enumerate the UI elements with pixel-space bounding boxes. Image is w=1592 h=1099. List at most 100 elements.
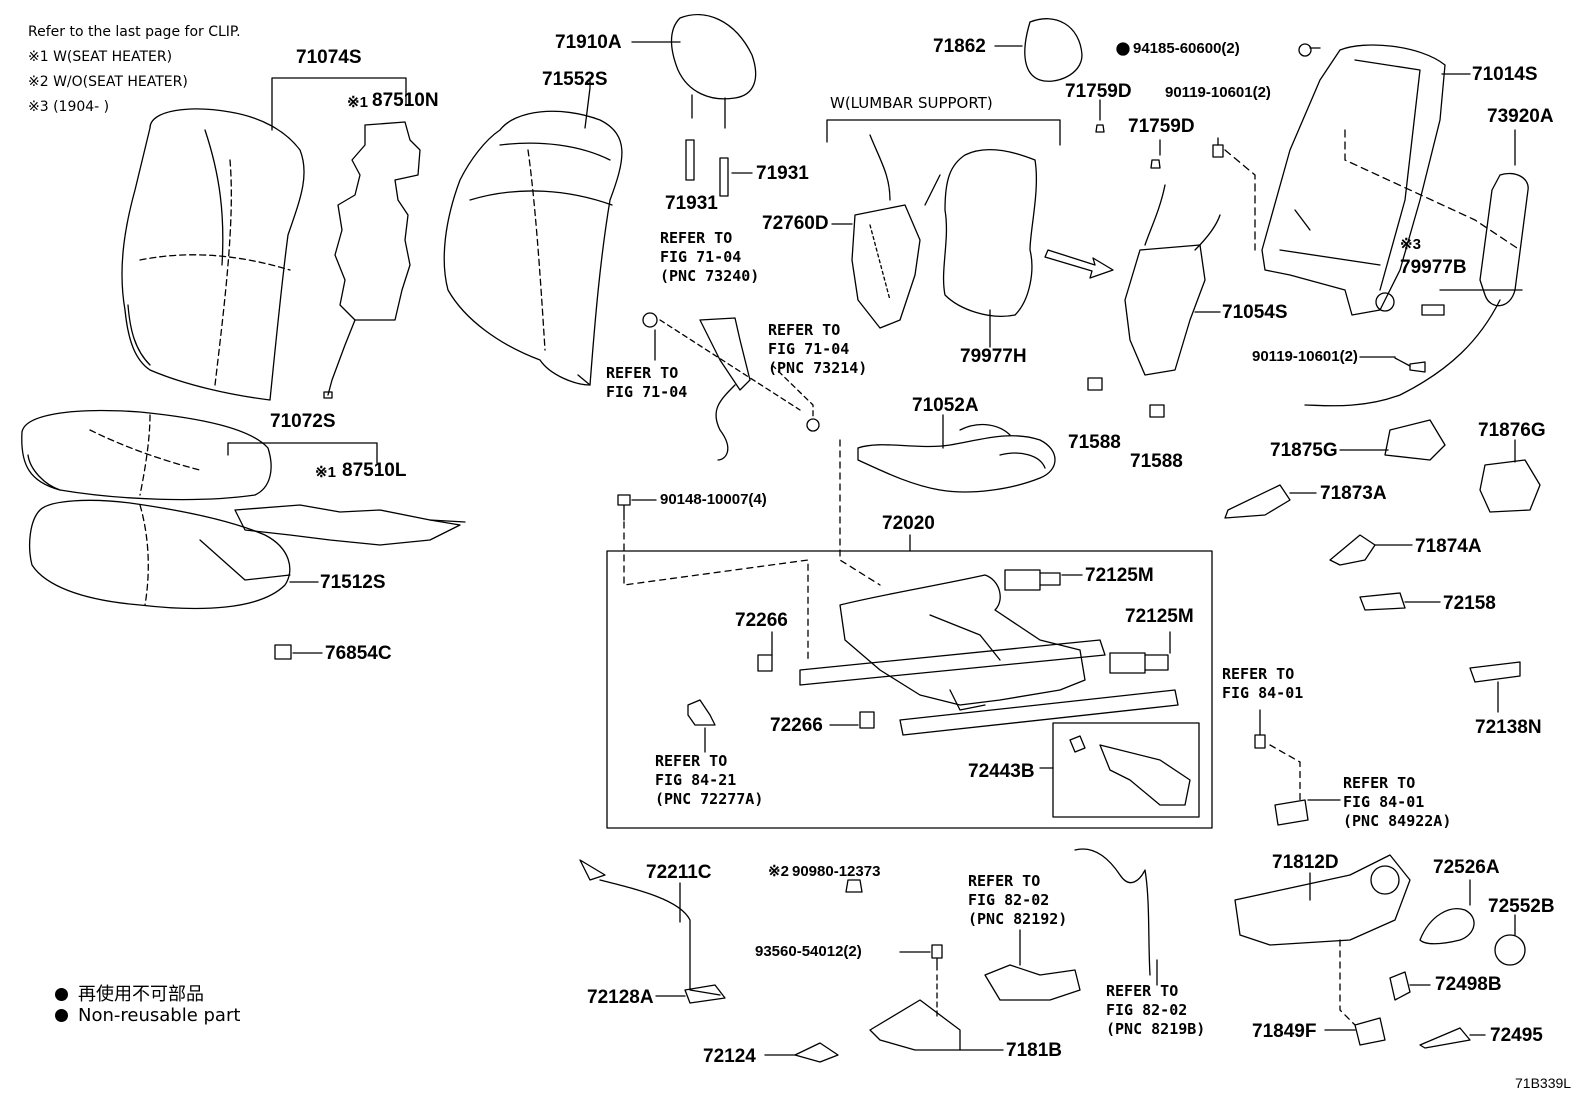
note-no-seat-heater: ※2 W/O(SEAT HEATER) bbox=[28, 74, 188, 90]
label-72124: 72124 bbox=[703, 1046, 756, 1067]
bullet-icon bbox=[55, 988, 68, 1001]
label-71849F: 71849F bbox=[1252, 1021, 1317, 1042]
wire-harness-71052A bbox=[857, 423, 1056, 493]
nut-94185 bbox=[1298, 43, 1312, 57]
note-seat-heater: ※1 W(SEAT HEATER) bbox=[28, 49, 173, 65]
switch-84922A bbox=[1274, 799, 1309, 826]
knob-72552B bbox=[1494, 934, 1526, 966]
label-72495: 72495 bbox=[1490, 1025, 1543, 1046]
label-79977B: 79977B bbox=[1400, 257, 1467, 278]
label-71931-right: 71931 bbox=[756, 163, 809, 184]
label-90119-bottom: 90119-10601(2) bbox=[1252, 348, 1358, 365]
bracket-7181B bbox=[869, 999, 961, 1051]
cushion-cover-71072S bbox=[21, 409, 272, 501]
cover-72128A bbox=[684, 984, 726, 1004]
mark-90980: ※2 bbox=[768, 863, 789, 880]
cover-71873A bbox=[1224, 484, 1291, 519]
label-71873A: 71873A bbox=[1320, 483, 1387, 504]
lumbar-plate-71054S bbox=[1124, 184, 1221, 376]
cover-72138N bbox=[1469, 661, 1521, 683]
cover-72124 bbox=[794, 1042, 839, 1063]
shield-71812D bbox=[1234, 854, 1411, 946]
label-71072S: 71072S bbox=[270, 411, 336, 432]
seatback-frame-71014S bbox=[1261, 44, 1446, 316]
cushion-heater-87510L bbox=[234, 504, 466, 546]
cover-72158 bbox=[1359, 592, 1406, 611]
label-71588-a: 71588 bbox=[1068, 432, 1121, 453]
sub-box-72443B bbox=[1052, 722, 1200, 818]
label-87510N: 87510N bbox=[372, 90, 439, 111]
pad-79977B bbox=[1421, 304, 1445, 316]
knob-72526A bbox=[1419, 908, 1475, 945]
bullet-icon bbox=[55, 1009, 68, 1022]
mark-87510L: ※1 bbox=[315, 464, 336, 481]
bracket-72277A bbox=[687, 699, 716, 726]
leader-71074S bbox=[271, 77, 407, 131]
mark-79977B: ※3 bbox=[1400, 236, 1421, 253]
bolt-93560 bbox=[931, 944, 943, 971]
bolt-90119-a bbox=[1212, 144, 1224, 158]
cover-71849F bbox=[1354, 1017, 1386, 1046]
label-71512S: 71512S bbox=[320, 572, 386, 593]
label-72125M-b: 72125M bbox=[1125, 606, 1194, 627]
label-72498B: 72498B bbox=[1435, 974, 1502, 995]
label-90148: 90148-10007(4) bbox=[660, 491, 767, 508]
label-71875G: 71875G bbox=[1270, 440, 1338, 461]
bracket-72266-b bbox=[859, 711, 875, 729]
cover-71874A bbox=[1329, 534, 1376, 566]
label-71054S: 71054S bbox=[1222, 302, 1288, 323]
direction-arrow bbox=[1044, 249, 1114, 279]
label-73920A: 73920A bbox=[1487, 106, 1554, 127]
label-72552B: 72552B bbox=[1488, 896, 1555, 917]
buckle-harness bbox=[642, 312, 751, 461]
seatback-cover-71074S bbox=[121, 108, 305, 401]
lever-72498B bbox=[1389, 971, 1411, 1001]
note-clip: Refer to the last page for CLIP. bbox=[28, 24, 241, 40]
label-72125M-a: 72125M bbox=[1085, 565, 1154, 586]
label-71014S: 71014S bbox=[1472, 64, 1538, 85]
label-71052A: 71052A bbox=[912, 395, 979, 416]
mark-87510N: ※1 bbox=[347, 94, 368, 111]
legend-japanese: 再使用不可部品 bbox=[55, 980, 204, 1006]
label-90119-top: 90119-10601(2) bbox=[1165, 84, 1271, 101]
label-71874A: 71874A bbox=[1415, 536, 1482, 557]
cushion-pad-71512S bbox=[29, 499, 291, 610]
clip-71588-a bbox=[1087, 377, 1103, 391]
headrest-guides-71931 bbox=[685, 139, 729, 197]
clip-76854C bbox=[274, 644, 292, 660]
headrest-71910A bbox=[670, 13, 757, 129]
seat-adjuster-72020 bbox=[799, 574, 1179, 736]
screw-84-01 bbox=[1254, 734, 1266, 749]
clip-90980 bbox=[845, 879, 863, 893]
label-94185: 94185-60600(2) bbox=[1133, 40, 1240, 57]
legend-english: Non-reusable part bbox=[55, 1005, 240, 1026]
label-72211C: 72211C bbox=[646, 862, 712, 883]
label-71876G: 71876G bbox=[1478, 420, 1546, 441]
label-72020: 72020 bbox=[882, 513, 935, 534]
motor-72125M-b bbox=[1109, 652, 1146, 674]
label-72128A: 72128A bbox=[587, 987, 654, 1008]
label-71074S: 71074S bbox=[296, 47, 362, 68]
clip-71588-b bbox=[1149, 404, 1165, 418]
label-71862: 71862 bbox=[933, 36, 986, 57]
seatback-heater-87510N bbox=[323, 121, 421, 399]
label-72266-a: 72266 bbox=[735, 610, 788, 631]
nonreusable-dot bbox=[1116, 42, 1130, 56]
label-71759D-b: 71759D bbox=[1128, 116, 1195, 137]
label-93560: 93560-54012(2) bbox=[755, 943, 862, 960]
label-76854C: 76854C bbox=[325, 643, 392, 664]
label-87510L: 87510L bbox=[342, 460, 407, 481]
motor-72125M-a bbox=[1004, 569, 1041, 591]
cover-71875G bbox=[1384, 419, 1446, 461]
note-date-range: ※3 (1904- ) bbox=[28, 99, 110, 115]
clip-73214 bbox=[806, 418, 820, 432]
label-71812D: 71812D bbox=[1272, 852, 1339, 873]
